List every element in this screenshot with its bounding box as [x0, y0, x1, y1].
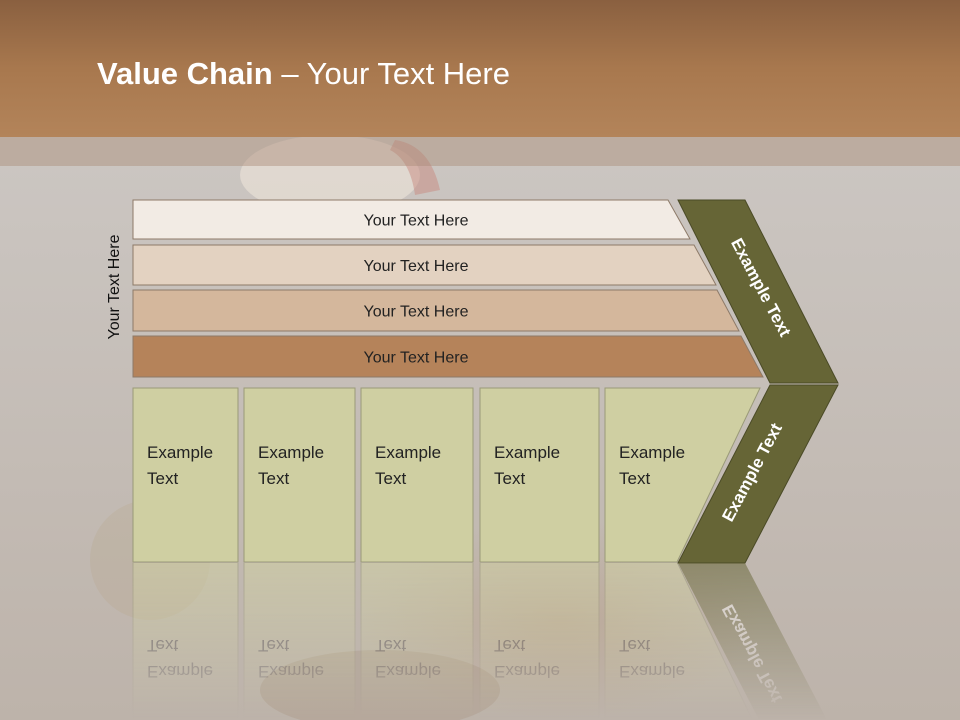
primary-box-reflection-line2: Text	[619, 636, 650, 655]
primary-box-1	[132, 387, 239, 563]
support-row-label: Your Text Here	[364, 350, 469, 367]
primary-box-reflection-line1: Example	[619, 662, 685, 681]
primary-box-line1: Example	[494, 443, 560, 462]
primary-box-reflection-shape	[132, 561, 239, 720]
primary-box-reflection-line1: Example	[494, 662, 560, 681]
support-row-4	[132, 335, 764, 378]
primary-box-line2: Text	[258, 469, 289, 488]
primary-box-reflection-line2: Text	[258, 636, 289, 655]
title-bold: Value Chain	[97, 56, 273, 91]
primary-box-reflection-line2: Text	[494, 636, 525, 655]
primary-box-3	[360, 387, 474, 563]
primary-box-2	[243, 387, 356, 563]
primary-box-line1: Example	[375, 443, 441, 462]
primary-box-reflection-line1: Example	[258, 662, 324, 681]
primary-box-reflection-shape	[360, 561, 474, 720]
primary-box-line2: Text	[494, 469, 525, 488]
support-row-label: Your Text Here	[364, 304, 469, 321]
primary-box-reflection-shape	[604, 561, 753, 720]
primary-box-line1: Example	[258, 443, 324, 462]
primary-box-reflection-line1: Example	[147, 662, 213, 681]
primary-box-reflection: Example Text	[360, 561, 474, 720]
primary-box-reflection-line2: Text	[147, 636, 178, 655]
support-row-2	[132, 244, 717, 286]
primary-box-line1: Example	[147, 443, 213, 462]
primary-box-reflection-shape	[479, 561, 600, 720]
primary-box-line1: Example	[619, 443, 685, 462]
header-band	[0, 137, 960, 166]
support-row-1	[132, 199, 691, 240]
primary-box-line2: Text	[619, 469, 650, 488]
support-row-3	[132, 289, 740, 332]
title-rest: – Your Text Here	[272, 56, 510, 91]
primary-box-reflection: Example Text	[243, 561, 356, 720]
support-row-label: Your Text Here	[364, 213, 469, 230]
chevron-reflection-shape	[678, 563, 828, 720]
primary-box-reflection-line1: Example	[375, 662, 441, 681]
primary-box-reflection: Example Text	[604, 561, 753, 720]
primary-box-line2: Text	[147, 469, 178, 488]
primary-box-reflection: Example Text	[479, 561, 600, 720]
support-row-label: Your Text Here	[364, 258, 469, 275]
primary-box-reflection: Example Text	[132, 561, 239, 720]
header-bar	[0, 0, 960, 137]
primary-box-reflection-line2: Text	[375, 636, 406, 655]
chevron-top	[677, 199, 839, 384]
page-title: Value Chain – Your Text Here	[97, 56, 510, 92]
primary-box-reflection-shape	[243, 561, 356, 720]
primary-box-line2: Text	[375, 469, 406, 488]
